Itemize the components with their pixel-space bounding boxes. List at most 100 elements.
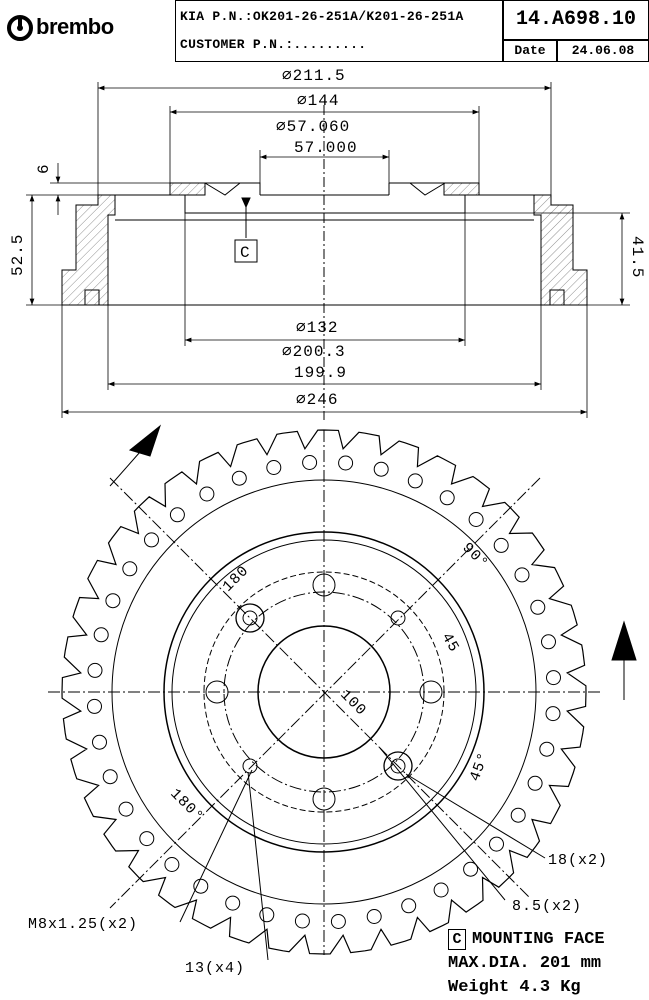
- date-label: Date: [503, 40, 557, 62]
- tooth-slot: [105, 593, 121, 609]
- tooth-slot: [338, 455, 354, 471]
- leader-m8: [179, 769, 253, 923]
- notes-block: C MOUNTING FACE MAX.DIA. 201 mm Weight 4.…: [448, 928, 648, 1000]
- brand-name: brembo: [36, 14, 114, 39]
- dim-hub-diameter: ∅144: [297, 92, 339, 110]
- tooth-slot: [93, 627, 109, 643]
- tooth-slot: [366, 909, 382, 924]
- dim-inner-132: ∅132: [296, 319, 338, 337]
- tooth-slot: [92, 734, 107, 750]
- hole-18-inner: [242, 610, 258, 626]
- tooth-slot: [87, 698, 102, 714]
- hole-8-5-mark: [242, 758, 258, 774]
- hole-18-mark: [235, 603, 265, 633]
- leader-8-5: [379, 747, 506, 901]
- dim-outer-246: ∅246: [296, 391, 338, 409]
- centerline-diag2: [109, 477, 541, 909]
- tooth-slot: [266, 460, 282, 475]
- leader-13: [247, 771, 269, 961]
- dim-drum-depth: 41.5: [628, 236, 646, 278]
- tooth-slot: [199, 486, 215, 502]
- tooth-slot: [407, 473, 423, 489]
- section-dimensions: [26, 82, 630, 418]
- tooth-ring: [61, 429, 587, 955]
- tooth-slot: [193, 878, 209, 894]
- title-block: brembo KIA P.N.:OK201-26-251A/K201-26-25…: [0, 0, 649, 62]
- cross-section-view: [61, 105, 588, 420]
- tooth-slot: [330, 914, 346, 929]
- customer-part-number: CUSTOMER P.N.:.........: [180, 37, 367, 52]
- tooth-slot: [539, 741, 555, 757]
- plan-view: [48, 424, 637, 961]
- dim-drum-min: 199.9: [294, 364, 347, 382]
- hole-13-mark: [312, 573, 336, 597]
- tooth-slot: [225, 895, 241, 911]
- centerline-diag1: [109, 477, 531, 899]
- tooth-slot: [530, 599, 546, 615]
- tooth-slot: [87, 662, 103, 678]
- max-diameter-note: MAX.DIA. 201 mm: [448, 954, 602, 973]
- tooth-slot: [527, 775, 543, 791]
- leader-18: [405, 773, 546, 859]
- hole-13-mark: [312, 787, 336, 811]
- tooth-slot: [546, 670, 561, 686]
- hole-13-mark: [419, 680, 443, 704]
- tooth-slot: [259, 907, 275, 923]
- thread-m8: M8x1.25(x2): [28, 916, 138, 933]
- hole-13-mark: [205, 680, 229, 704]
- hole-13: 13(x4): [185, 960, 245, 977]
- tooth-slot: [373, 461, 389, 477]
- view-arrow-top-stem: [109, 451, 141, 487]
- tooth-slot: [102, 769, 118, 785]
- tooth-slot: [545, 706, 561, 722]
- part-code: 14.A698.10: [503, 0, 649, 40]
- mounting-face-note: C MOUNTING FACE: [448, 928, 648, 952]
- tooth-slot: [510, 807, 526, 823]
- tooth-slot: [164, 857, 180, 872]
- datum-box: [234, 239, 258, 263]
- tooth-slot: [302, 455, 318, 470]
- tooth-slot: [439, 490, 455, 506]
- brand-logo: brembo: [0, 0, 175, 62]
- part-number-block: KIA P.N.:OK201-26-251A/K201-26-251A CUST…: [175, 0, 503, 62]
- tooth-slot: [463, 861, 479, 877]
- tooth-slot: [514, 567, 530, 583]
- dim-flange-thickness: 6: [35, 163, 53, 174]
- dim-outer-flange: ∅211.5: [282, 67, 346, 85]
- tooth-slot: [169, 507, 185, 523]
- drum-wall-left: [61, 182, 206, 306]
- tooth-slot: [433, 882, 449, 898]
- datum-label: C: [240, 244, 251, 262]
- tooth-slot: [541, 634, 556, 650]
- dim-bore-max: ∅57.060: [276, 118, 350, 136]
- tooth-slot: [139, 831, 155, 847]
- hole-8-5: 8.5(x2): [512, 898, 582, 915]
- angle-180-bottom: 180°: [166, 786, 206, 826]
- weight-note: Weight 4.3 Kg: [448, 978, 581, 997]
- hole-8-5-mark: [390, 610, 406, 626]
- angle-90: 90°: [458, 540, 491, 573]
- hole-18-inner: [390, 758, 406, 774]
- rotation-arrow: [611, 620, 637, 661]
- dim-total-height: 52.5: [9, 234, 27, 276]
- tooth-slot: [493, 537, 509, 553]
- section-labels: ∅211.5 ∅144 ∅57.060 57.000 6 52.5 41.5 C…: [9, 67, 646, 409]
- tooth-slot: [144, 532, 159, 548]
- tooth-slot: [468, 512, 484, 527]
- hole-18: 18(x2): [548, 852, 608, 869]
- tooth-slot: [401, 898, 417, 914]
- view-arrow-top: [128, 424, 162, 457]
- tooth-slot: [118, 801, 134, 817]
- tooth-slot: [294, 913, 310, 929]
- dim-bore-min: 57.000: [294, 139, 358, 157]
- angle-45-top: 45: [438, 630, 463, 656]
- datum-box-note: C: [448, 929, 466, 950]
- dim-drum-max: ∅200.3: [282, 343, 346, 361]
- tooth-slot: [489, 836, 504, 852]
- mounting-face-text: MOUNTING FACE: [472, 930, 605, 949]
- oem-part-number: KIA P.N.:OK201-26-251A/K201-26-251A: [180, 9, 464, 24]
- tooth-slot: [231, 470, 247, 486]
- hole-18-mark: [383, 751, 413, 781]
- brembo-logo-icon: [7, 15, 33, 41]
